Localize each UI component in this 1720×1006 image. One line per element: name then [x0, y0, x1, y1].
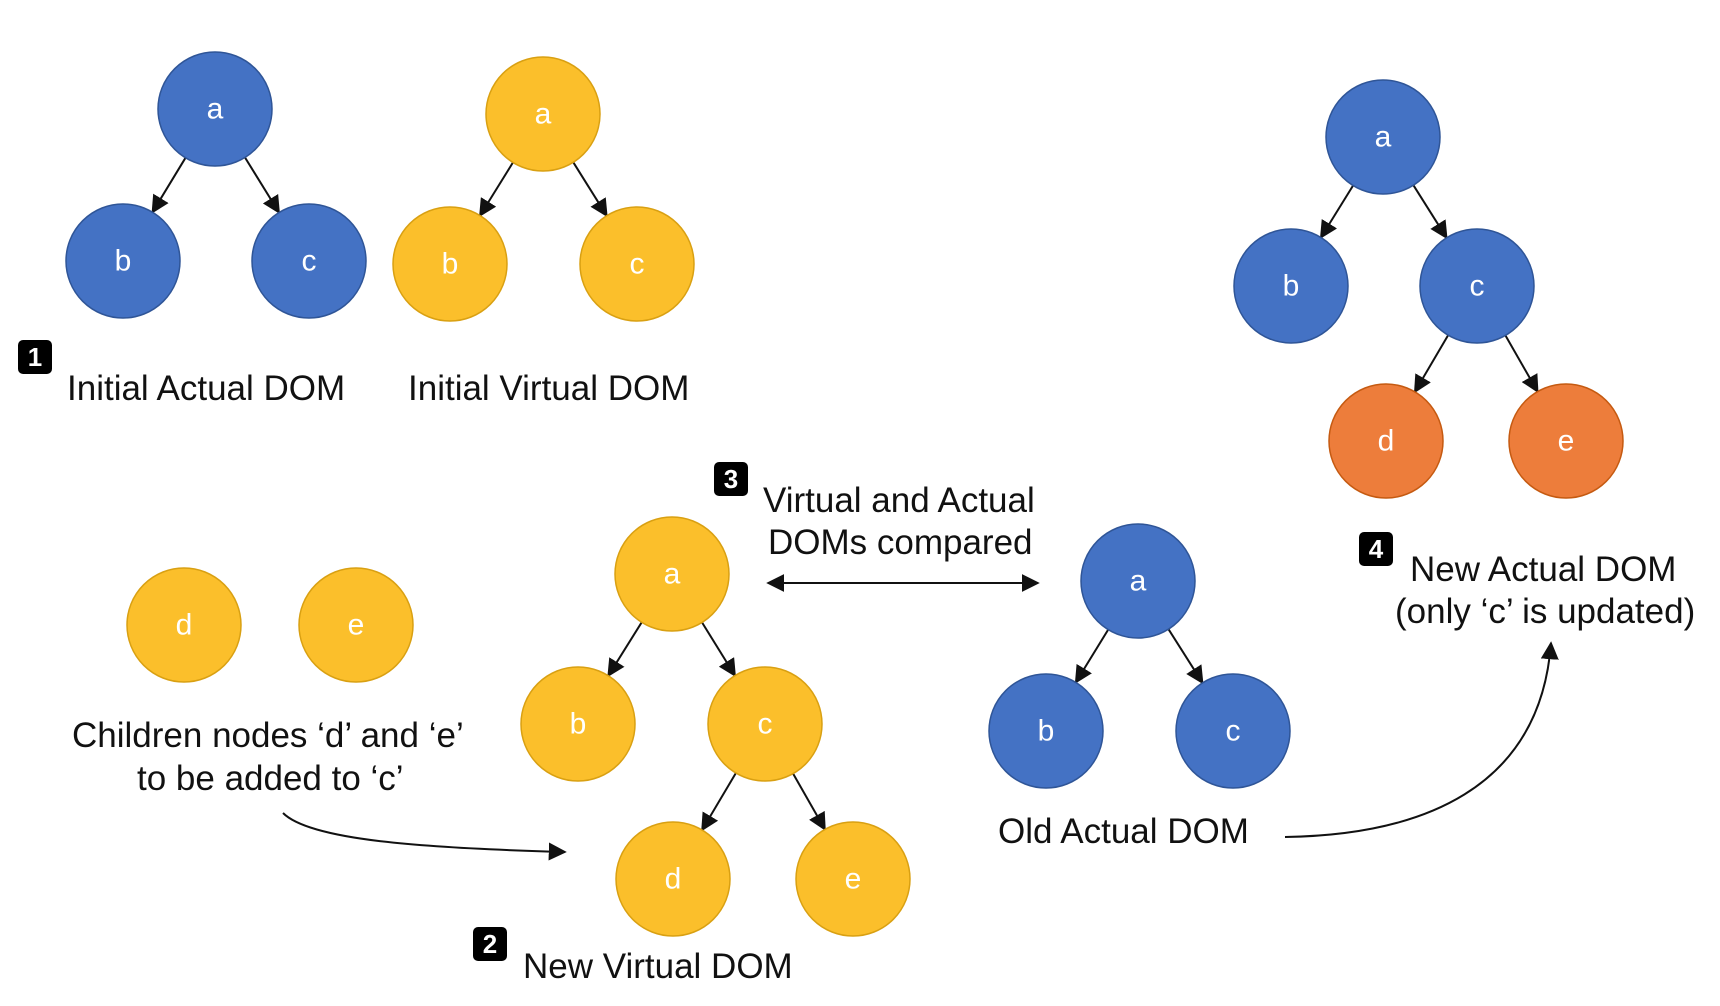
new-virtual-node-b-label: b — [570, 708, 587, 741]
step-4-badge: 4 — [1359, 532, 1393, 566]
initial-actual-node-a-label: a — [207, 93, 224, 126]
old-actual-edge-a-c — [1167, 628, 1204, 685]
initial-actual-node-c-label: c — [302, 245, 317, 278]
initial-actual-node-b-label: b — [115, 245, 132, 278]
tree-edges — [151, 156, 1539, 832]
children-note-line1: Children nodes ‘d’ and ‘e’ — [72, 716, 464, 755]
new-virtual-edge-c-d — [701, 772, 737, 832]
new-virtual-node-c: c — [707, 666, 823, 782]
initial-virtual-dom-caption: Initial Virtual DOM — [408, 369, 689, 408]
new-actual-edge-c-d — [1413, 334, 1449, 394]
only-c-updated-caption: (only ‘c’ is updated) — [1395, 592, 1695, 631]
initial-actual-node-c: c — [251, 203, 367, 319]
svg-text:4: 4 — [1369, 534, 1384, 564]
new-virtual-edge-c-e — [792, 773, 826, 831]
new-virtual-node-b: b — [520, 666, 636, 782]
children-to-tree-arrow — [282, 812, 567, 861]
old-actual-node-c: c — [1175, 673, 1291, 789]
step-2-badge: 2 — [473, 927, 507, 961]
loose-children-node-e: e — [298, 567, 414, 683]
svg-text:2: 2 — [483, 929, 497, 959]
initial-actual-node-b: b — [65, 203, 181, 319]
new-actual-node-e-label: e — [1558, 425, 1575, 458]
step-1-badge: 1 — [18, 340, 52, 374]
new-actual-node-c-label: c — [1470, 270, 1485, 303]
initial-virtual-edge-a-b — [479, 161, 514, 218]
old-actual-edge-a-b — [1074, 629, 1110, 684]
initial-actual-node-a: a — [157, 51, 273, 167]
initial-actual-edge-a-b — [151, 157, 187, 214]
initial-virtual-edge-a-c — [572, 161, 608, 218]
old-actual-node-b: b — [988, 673, 1104, 789]
initial-virtual-node-c-label: c — [630, 248, 645, 281]
new-actual-edge-a-c — [1412, 184, 1448, 240]
initial-virtual-node-a-label: a — [535, 98, 552, 131]
new-virtual-dom-caption: New Virtual DOM — [523, 947, 793, 986]
loose-children-node-e-label: e — [348, 609, 365, 642]
compare-caption-line2: DOMs compared — [768, 523, 1033, 562]
step-3-badge: 3 — [714, 462, 748, 496]
new-actual-node-e: e — [1508, 383, 1624, 499]
new-virtual-node-a-label: a — [664, 558, 681, 591]
new-actual-node-c: c — [1419, 228, 1535, 344]
new-actual-node-a: a — [1325, 79, 1441, 195]
new-actual-edge-a-b — [1319, 184, 1354, 240]
initial-virtual-node-b: b — [392, 206, 508, 322]
new-actual-dom-caption: New Actual DOM — [1410, 550, 1676, 589]
new-virtual-node-e-label: e — [845, 863, 862, 896]
old-actual-node-b-label: b — [1038, 715, 1055, 748]
new-virtual-node-d: d — [615, 821, 731, 937]
initial-virtual-node-c: c — [579, 206, 695, 322]
new-virtual-node-a: a — [614, 516, 730, 632]
initial-virtual-node-a: a — [485, 56, 601, 172]
new-virtual-edge-a-b — [607, 621, 643, 678]
children-note-line2: to be added to ‘c’ — [137, 759, 404, 798]
new-actual-node-a-label: a — [1375, 121, 1392, 154]
new-virtual-node-c-label: c — [758, 708, 773, 741]
loose-children-node-d: d — [126, 567, 242, 683]
new-virtual-edge-a-c — [701, 621, 736, 678]
svg-text:3: 3 — [724, 464, 738, 494]
svg-text:1: 1 — [28, 342, 42, 372]
new-actual-node-d: d — [1328, 383, 1444, 499]
new-virtual-node-d-label: d — [665, 863, 682, 896]
old-to-new-actual-arrow — [1284, 641, 1559, 838]
old-actual-node-a: a — [1080, 523, 1196, 639]
new-actual-node-d-label: d — [1378, 425, 1395, 458]
new-virtual-node-e: e — [795, 821, 911, 937]
loose-children-node-d-label: d — [176, 609, 193, 642]
initial-virtual-node-b-label: b — [442, 248, 459, 281]
old-actual-node-a-label: a — [1130, 565, 1147, 598]
initial-actual-dom-caption: Initial Actual DOM — [67, 369, 345, 408]
tree-nodes: a b c a b c a b c d e d e a b c d e a b c — [65, 51, 1624, 937]
new-actual-node-b: b — [1233, 228, 1349, 344]
initial-actual-edge-a-c — [244, 156, 280, 215]
old-actual-dom-caption: Old Actual DOM — [998, 812, 1249, 851]
compare-caption-line1: Virtual and Actual — [763, 481, 1035, 520]
new-actual-edge-c-e — [1504, 334, 1539, 394]
new-actual-node-b-label: b — [1283, 270, 1300, 303]
old-actual-node-c-label: c — [1226, 715, 1241, 748]
